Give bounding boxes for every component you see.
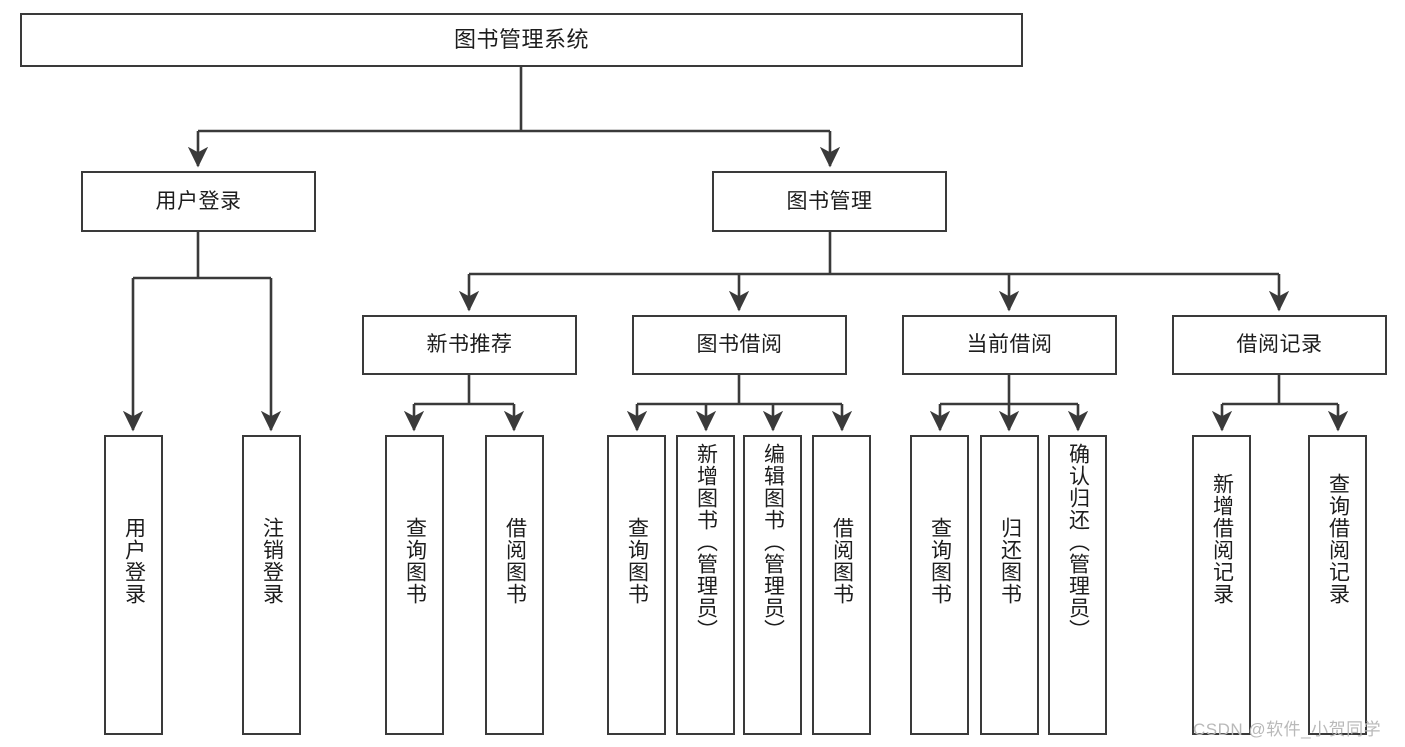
node-leaf-add-book-label: 新增图书（管理员） <box>694 443 718 641</box>
node-leaf-borrow-book-2[interactable]: 借阅图书 <box>812 435 871 735</box>
node-leaf-query-book-2[interactable]: 查询图书 <box>607 435 666 735</box>
node-current-borrow-label: 当前借阅 <box>966 333 1053 357</box>
node-user-login-label: 用户登录 <box>155 189 242 213</box>
node-book-borrow[interactable]: 图书借阅 <box>632 315 847 375</box>
node-leaf-query-book-2-label: 查询图书 <box>625 517 649 605</box>
node-leaf-logout[interactable]: 注销登录 <box>242 435 301 735</box>
node-leaf-add-record-label: 新增借阅记录 <box>1210 473 1234 605</box>
node-leaf-return-book-label: 归还图书 <box>998 517 1022 605</box>
node-new-book-rec[interactable]: 新书推荐 <box>362 315 577 375</box>
node-leaf-user-login[interactable]: 用户登录 <box>104 435 163 735</box>
node-leaf-borrow-book-2-label: 借阅图书 <box>830 517 854 605</box>
node-current-borrow[interactable]: 当前借阅 <box>902 315 1117 375</box>
node-root[interactable]: 图书管理系统 <box>20 13 1023 67</box>
node-leaf-query-book-1[interactable]: 查询图书 <box>385 435 444 735</box>
node-leaf-query-book-3[interactable]: 查询图书 <box>910 435 969 735</box>
node-leaf-edit-book-label: 编辑图书（管理员） <box>761 443 785 641</box>
node-leaf-edit-book[interactable]: 编辑图书（管理员） <box>743 435 802 735</box>
node-leaf-add-record[interactable]: 新增借阅记录 <box>1192 435 1251 735</box>
node-borrow-record[interactable]: 借阅记录 <box>1172 315 1387 375</box>
node-leaf-borrow-book-1-label: 借阅图书 <box>503 517 527 605</box>
node-book-manage[interactable]: 图书管理 <box>712 171 947 232</box>
node-leaf-query-record[interactable]: 查询借阅记录 <box>1308 435 1367 735</box>
node-leaf-query-book-3-label: 查询图书 <box>928 517 952 605</box>
node-leaf-user-login-label: 用户登录 <box>122 517 146 605</box>
node-leaf-query-book-1-label: 查询图书 <box>403 517 427 605</box>
node-leaf-confirm-return-label: 确认归还（管理员） <box>1066 443 1090 641</box>
node-leaf-confirm-return[interactable]: 确认归还（管理员） <box>1048 435 1107 735</box>
node-leaf-query-record-label: 查询借阅记录 <box>1326 473 1350 605</box>
node-book-borrow-label: 图书借阅 <box>696 333 783 357</box>
node-new-book-rec-label: 新书推荐 <box>426 333 513 357</box>
node-leaf-return-book[interactable]: 归还图书 <box>980 435 1039 735</box>
node-borrow-record-label: 借阅记录 <box>1236 333 1323 357</box>
node-leaf-borrow-book-1[interactable]: 借阅图书 <box>485 435 544 735</box>
node-user-login[interactable]: 用户登录 <box>81 171 316 232</box>
node-root-label: 图书管理系统 <box>453 26 589 52</box>
node-leaf-logout-label: 注销登录 <box>260 517 284 605</box>
node-leaf-add-book[interactable]: 新增图书（管理员） <box>676 435 735 735</box>
node-book-manage-label: 图书管理 <box>786 189 873 213</box>
